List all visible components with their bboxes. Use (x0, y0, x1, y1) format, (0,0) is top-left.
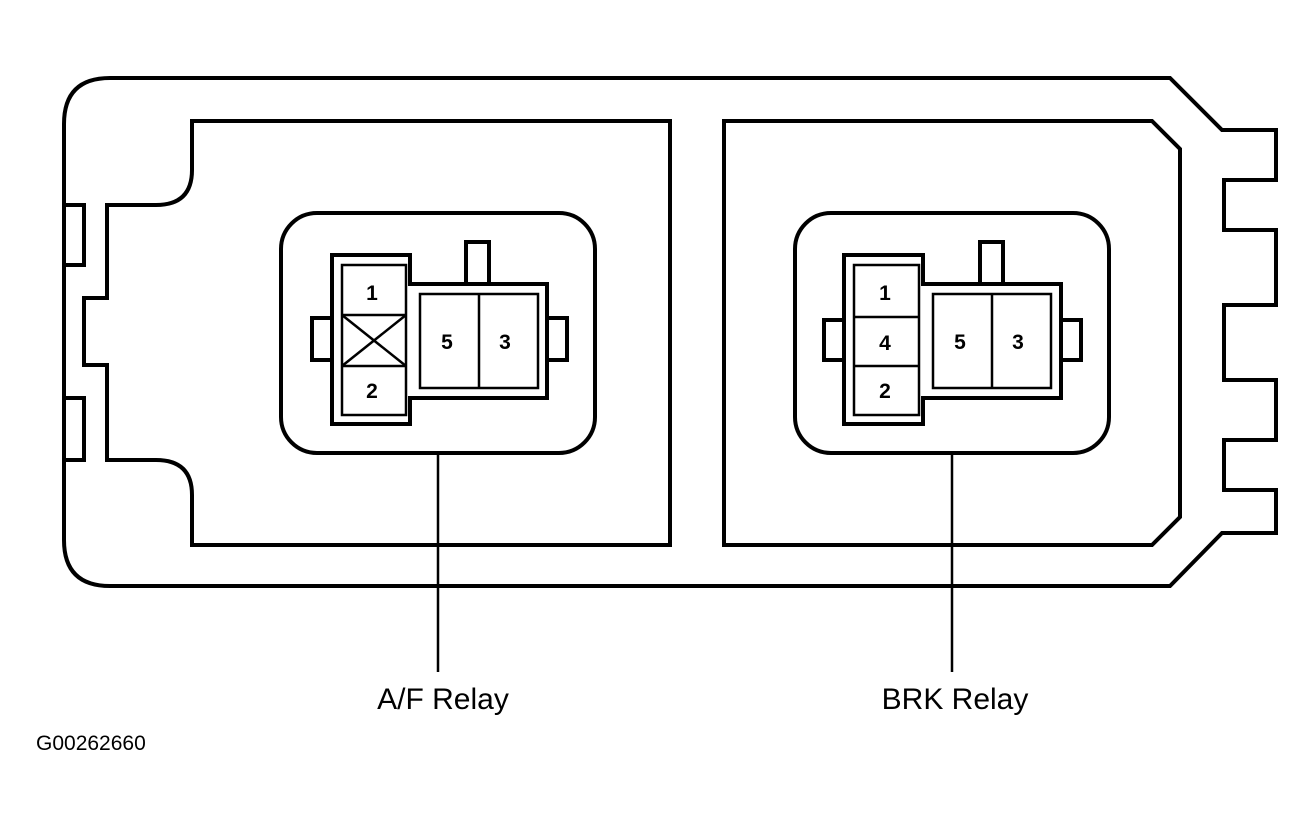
af-relay-pin-1: 1 (366, 282, 378, 305)
brk-relay-pin-2: 2 (879, 380, 891, 403)
af-relay-key-tab (464, 240, 491, 286)
af-relay-left-tab (310, 316, 334, 362)
brk-relay: 1 4 2 5 3 BRK Relay (793, 211, 1111, 716)
housing-tab-upper (62, 203, 86, 267)
af-relay: 1 2 5 3 A/F Relay (279, 211, 597, 716)
brk-relay-pin-4: 4 (879, 332, 891, 355)
brk-relay-label: BRK Relay (882, 683, 1029, 716)
af-relay-connector-body (330, 253, 549, 426)
relay-box-housing (62, 76, 1278, 588)
brk-relay-right-tab (1059, 318, 1083, 362)
brk-relay-key-tab (978, 240, 1005, 286)
brk-relay-left-tab (822, 318, 846, 362)
af-relay-compartment (82, 119, 672, 547)
af-relay-right-tab (545, 316, 569, 362)
brk-relay-pin-1: 1 (879, 282, 891, 305)
housing-tab-lower (62, 396, 86, 462)
figure-code: G00262660 (36, 732, 146, 755)
brk-relay-compartment (722, 119, 1182, 547)
af-relay-pin-5: 5 (441, 331, 453, 354)
af-relay-label: A/F Relay (377, 683, 509, 716)
brk-relay-connector-body (842, 253, 1063, 426)
brk-relay-pin-5: 5 (954, 331, 966, 354)
af-relay-blank-pin-cross (341, 314, 407, 367)
brk-relay-pin-3: 3 (1012, 331, 1024, 354)
af-relay-pin-2: 2 (366, 380, 378, 403)
af-relay-pin-3: 3 (499, 331, 511, 354)
